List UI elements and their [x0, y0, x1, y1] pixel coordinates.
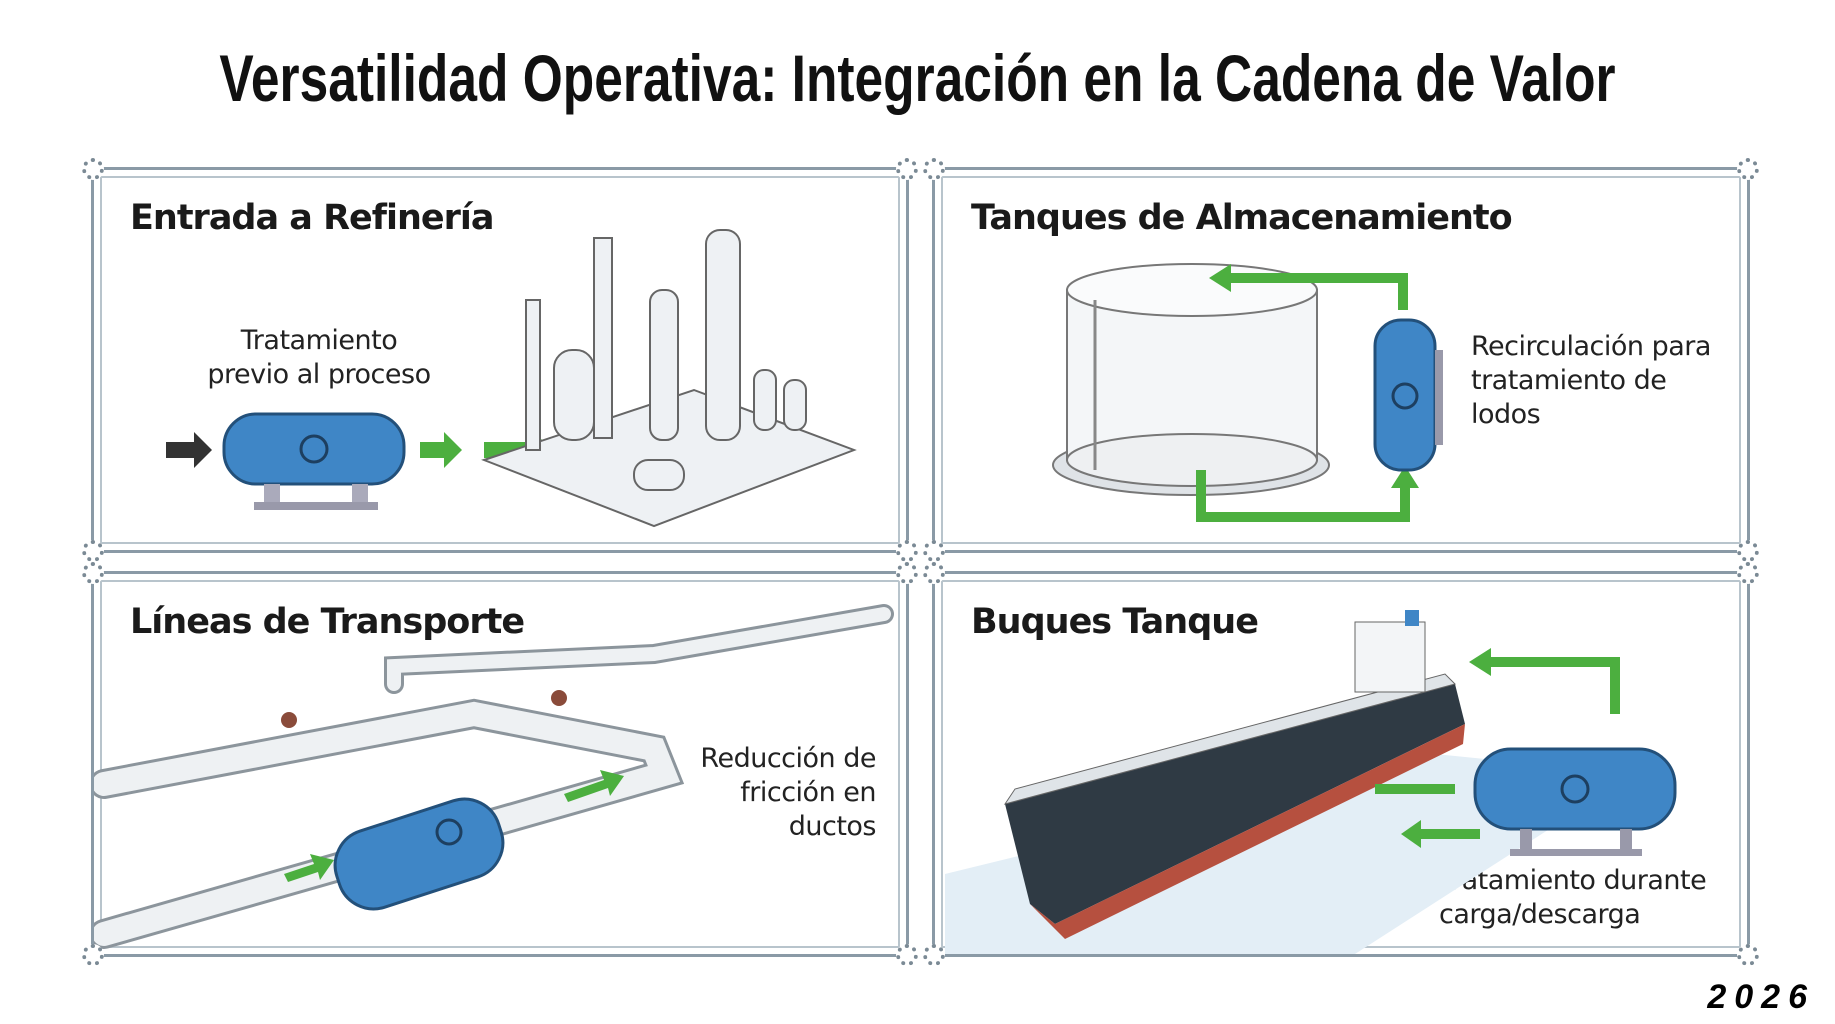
storage-tank-icon [1052, 263, 1330, 496]
panel-caption: Recirculación para tratamiento de lodos [1471, 330, 1711, 432]
panel-caption: Tratamiento previo al proceso [194, 324, 444, 392]
panel-refinery-entry: Entrada a Refinería Tratamiento previo a… [82, 158, 918, 562]
gear-icon [896, 562, 918, 584]
valve-icon [551, 690, 567, 706]
storage-illustration [1052, 263, 1443, 522]
gear-icon [896, 944, 918, 966]
refinery-icon [481, 229, 857, 528]
return-arrow-icon [1485, 657, 1620, 714]
flow-arrow-icon [420, 432, 462, 468]
gear-icon [896, 540, 918, 562]
caption-line: lodos [1471, 399, 1541, 430]
caption-line: Recirculación para [1471, 331, 1711, 362]
panel-tanker-ships: Buques Tanque Tratamiento durante carga/… [923, 562, 1759, 966]
caption-line: previo al proceso [207, 359, 431, 390]
treatment-vessel-icon [333, 797, 505, 911]
panel-heading: Tanques de Almacenamiento [971, 198, 1513, 238]
gear-icon [1737, 562, 1759, 584]
panel-storage-tanks: Tanques de Almacenamiento Recirculación … [923, 158, 1759, 562]
refinery-illustration [166, 229, 857, 528]
caption-line: carga/descarga [1439, 899, 1641, 930]
recirculation-arrow-icon [1196, 470, 1410, 522]
caption-line: Reducción de [700, 743, 876, 774]
caption-line: ductos [788, 811, 877, 842]
panel-heading: Entrada a Refinería [130, 198, 495, 238]
input-arrow-icon [166, 432, 212, 468]
gear-icon [82, 562, 104, 584]
treatment-vessel-icon [1473, 747, 1677, 856]
panel-transport-lines: Líneas de Transporte Reducción de fricci… [82, 562, 918, 966]
panel-heading: Líneas de Transporte [130, 602, 525, 642]
recirculation-arrow-icon [1225, 273, 1408, 310]
panel-caption: Tratamiento durante carga/descarga [1439, 864, 1707, 932]
tanker-illustration [945, 610, 1677, 954]
gear-icon [1737, 540, 1759, 562]
gear-icon [923, 158, 945, 180]
treatment-vessel-icon [222, 412, 406, 510]
caption-line: tratamiento de [1471, 365, 1667, 396]
treatment-vessel-icon [1373, 318, 1443, 472]
gear-icon [896, 158, 918, 180]
tanker-ship-icon [1003, 610, 1465, 939]
flow-arrow-icon [564, 770, 624, 802]
year-label: 2026 [1707, 978, 1815, 1016]
caption-line: fricción en [740, 777, 876, 808]
gear-icon [82, 944, 104, 966]
panel-caption: Reducción de fricción en ductos [700, 742, 876, 844]
panel-heading: Buques Tanque [971, 602, 1259, 642]
caption-line: Tratamiento [240, 325, 398, 356]
gear-icon [923, 540, 945, 562]
page-title: Versatilidad Operativa: Integración en l… [219, 41, 1616, 115]
gear-icon [82, 158, 104, 180]
valve-icon [281, 712, 297, 728]
pipeline-illustration [94, 604, 894, 949]
gear-icon [82, 540, 104, 562]
gear-icon [923, 944, 945, 966]
gear-icon [923, 562, 945, 584]
flow-arrow-icon [284, 854, 334, 882]
gear-icon [1737, 158, 1759, 180]
gear-icon [1737, 944, 1759, 966]
